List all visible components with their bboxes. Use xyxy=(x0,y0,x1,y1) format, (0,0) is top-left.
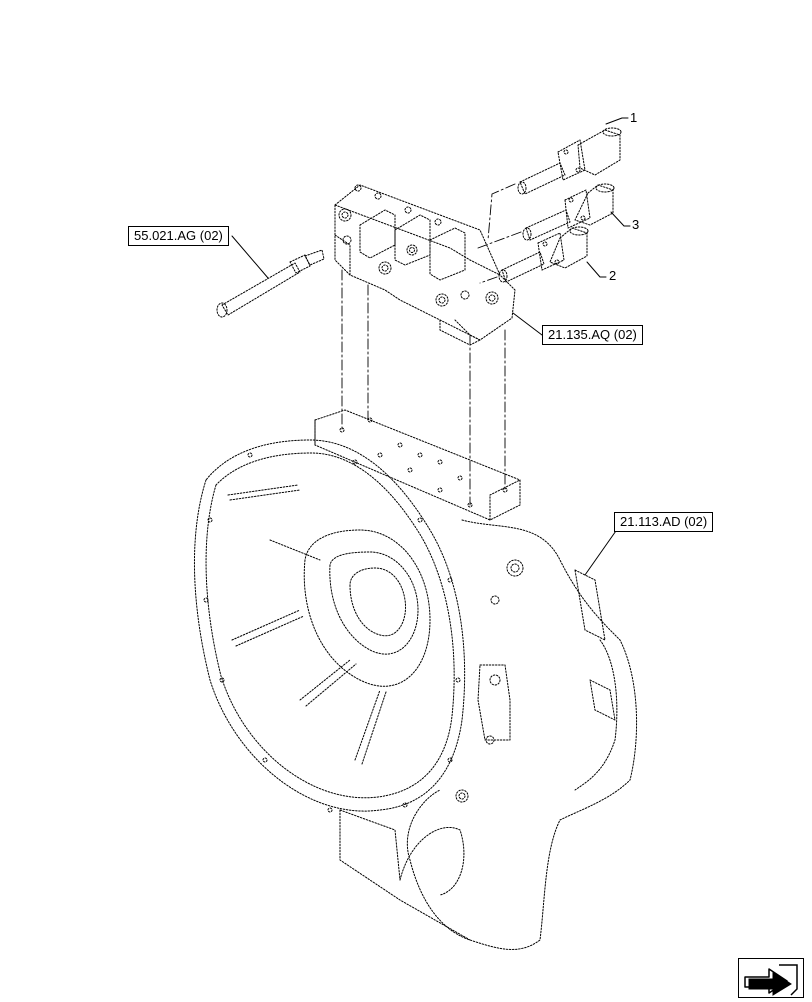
solenoid-1 xyxy=(517,127,622,195)
valve-block xyxy=(334,184,516,346)
solenoid-2 xyxy=(498,226,589,283)
callout-item-3: 3 xyxy=(632,217,640,232)
assembly-lines xyxy=(341,183,522,506)
transmission-housing xyxy=(193,409,638,950)
next-page-arrow-icon xyxy=(744,964,798,996)
next-page-button[interactable] xyxy=(738,958,804,998)
reference-55-021-ag[interactable]: 55.021.AG (02) xyxy=(128,226,229,246)
sensor xyxy=(216,249,325,318)
reference-21-135-aq[interactable]: 21.135.AQ (02) xyxy=(542,325,643,345)
leader-lines xyxy=(231,117,631,576)
callout-item-1: 1 xyxy=(630,110,638,125)
reference-21-113-ad[interactable]: 21.113.AD (02) xyxy=(614,512,714,532)
callout-item-2: 2 xyxy=(609,268,617,283)
solenoid-3 xyxy=(522,183,615,241)
